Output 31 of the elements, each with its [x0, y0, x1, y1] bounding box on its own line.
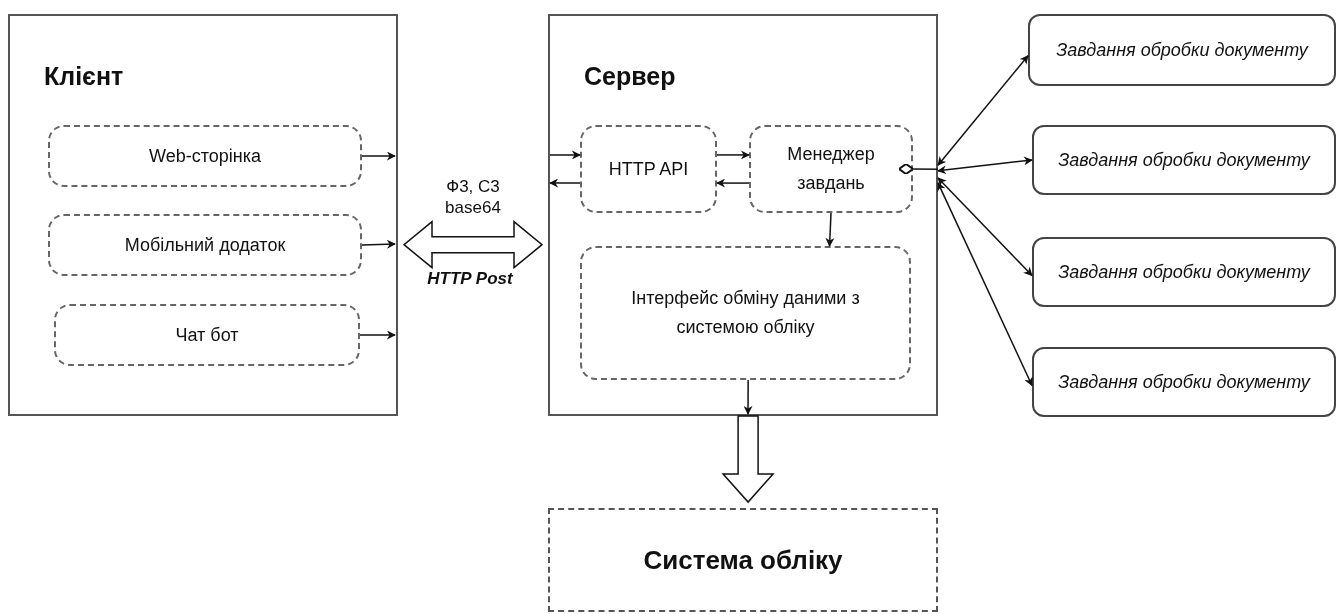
arrow — [825, 212, 835, 247]
component-box: Інтерфейс обміну даними з системою обліку — [580, 246, 911, 380]
arrow — [361, 239, 396, 249]
arrow — [937, 156, 1033, 175]
arrow — [716, 150, 750, 160]
protocol-label: HTTP Post — [426, 268, 514, 290]
arrow — [359, 330, 396, 340]
group-box — [548, 14, 938, 416]
task-box: Завдання обробки документу — [1032, 125, 1336, 195]
block-arrow — [721, 415, 775, 504]
component-box: Web-сторінка — [48, 125, 362, 187]
block-arrow — [402, 220, 544, 270]
component-box: Менеджер завдань — [749, 125, 913, 213]
arrow — [937, 177, 1033, 277]
task-box: Завдання обробки документу — [1032, 347, 1336, 417]
arrow — [361, 151, 396, 161]
group-title: Клієнт — [44, 61, 124, 92]
component-box: Мобільний додаток — [48, 214, 362, 276]
arrow — [937, 55, 1029, 166]
arrow — [716, 178, 750, 188]
task-box: Завдання обробки документу — [1032, 237, 1336, 307]
task-box: Завдання обробки документу — [1028, 14, 1336, 86]
group-title: Сервер — [584, 61, 676, 92]
component-box: Чат бот — [54, 304, 360, 366]
group-box — [8, 14, 398, 416]
arrow — [743, 379, 753, 415]
arrow — [549, 150, 581, 160]
arrow — [937, 182, 1033, 387]
arrow — [549, 178, 581, 188]
system-box: Система обліку — [548, 508, 938, 612]
component-box: HTTP API — [580, 125, 717, 213]
